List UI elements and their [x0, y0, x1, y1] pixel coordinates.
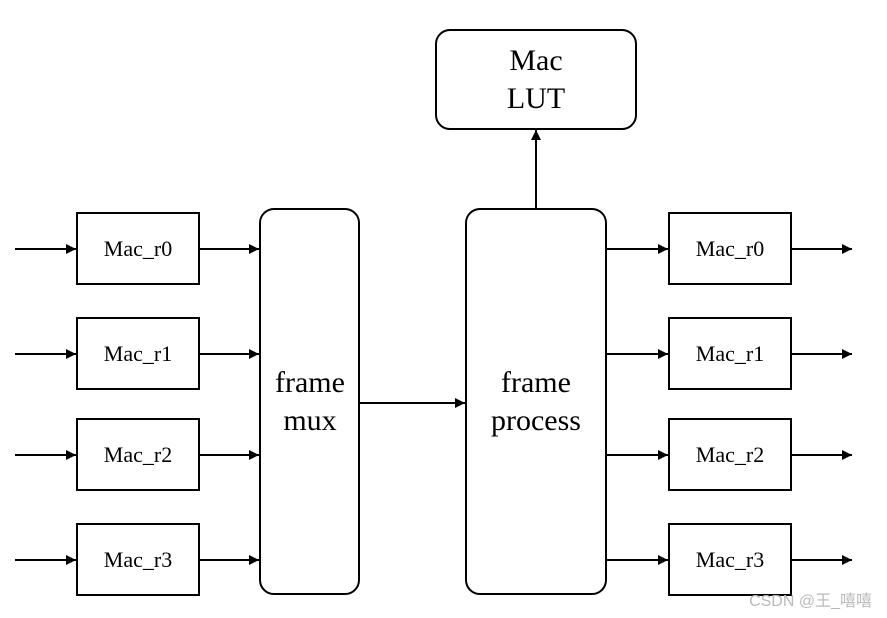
right-port-r0: Mac_r0	[607, 212, 852, 285]
frame-mux-label-line2: mux	[283, 404, 336, 437]
mac-lut-block: Mac LUT	[435, 29, 637, 130]
left-port-label-r0: Mac_r0	[104, 236, 172, 261]
left-port-r0: Mac_r0	[15, 212, 259, 285]
frame-process-label-line2: process	[491, 404, 581, 437]
left-port-label-r3: Mac_r3	[104, 547, 172, 572]
left-port-r1: Mac_r1	[15, 317, 259, 390]
watermark: CSDN @王_嘻嘻	[749, 592, 872, 610]
right-port-label-r0: Mac_r0	[696, 236, 764, 261]
right-port-r2: Mac_r2	[607, 418, 852, 491]
frame-process-block: frame process	[465, 208, 607, 595]
mac-lut-label-line2: LUT	[507, 82, 565, 115]
frame-mux-label-line1: frame	[275, 366, 345, 399]
right-port-label-r1: Mac_r1	[696, 341, 764, 366]
mac-lut-label-line1: Mac	[509, 44, 562, 77]
right-port-r3: Mac_r3	[607, 523, 852, 596]
right-port-label-r3: Mac_r3	[696, 547, 764, 572]
left-port-label-r2: Mac_r2	[104, 442, 172, 467]
frame-mux-block: frame mux	[259, 208, 360, 595]
right-port-label-r2: Mac_r2	[696, 442, 764, 467]
right-port-r1: Mac_r1	[607, 317, 852, 390]
left-port-label-r1: Mac_r1	[104, 341, 172, 366]
left-port-r2: Mac_r2	[15, 418, 259, 491]
frame-process-label-line1: frame	[501, 366, 571, 399]
left-port-r3: Mac_r3	[15, 523, 259, 596]
